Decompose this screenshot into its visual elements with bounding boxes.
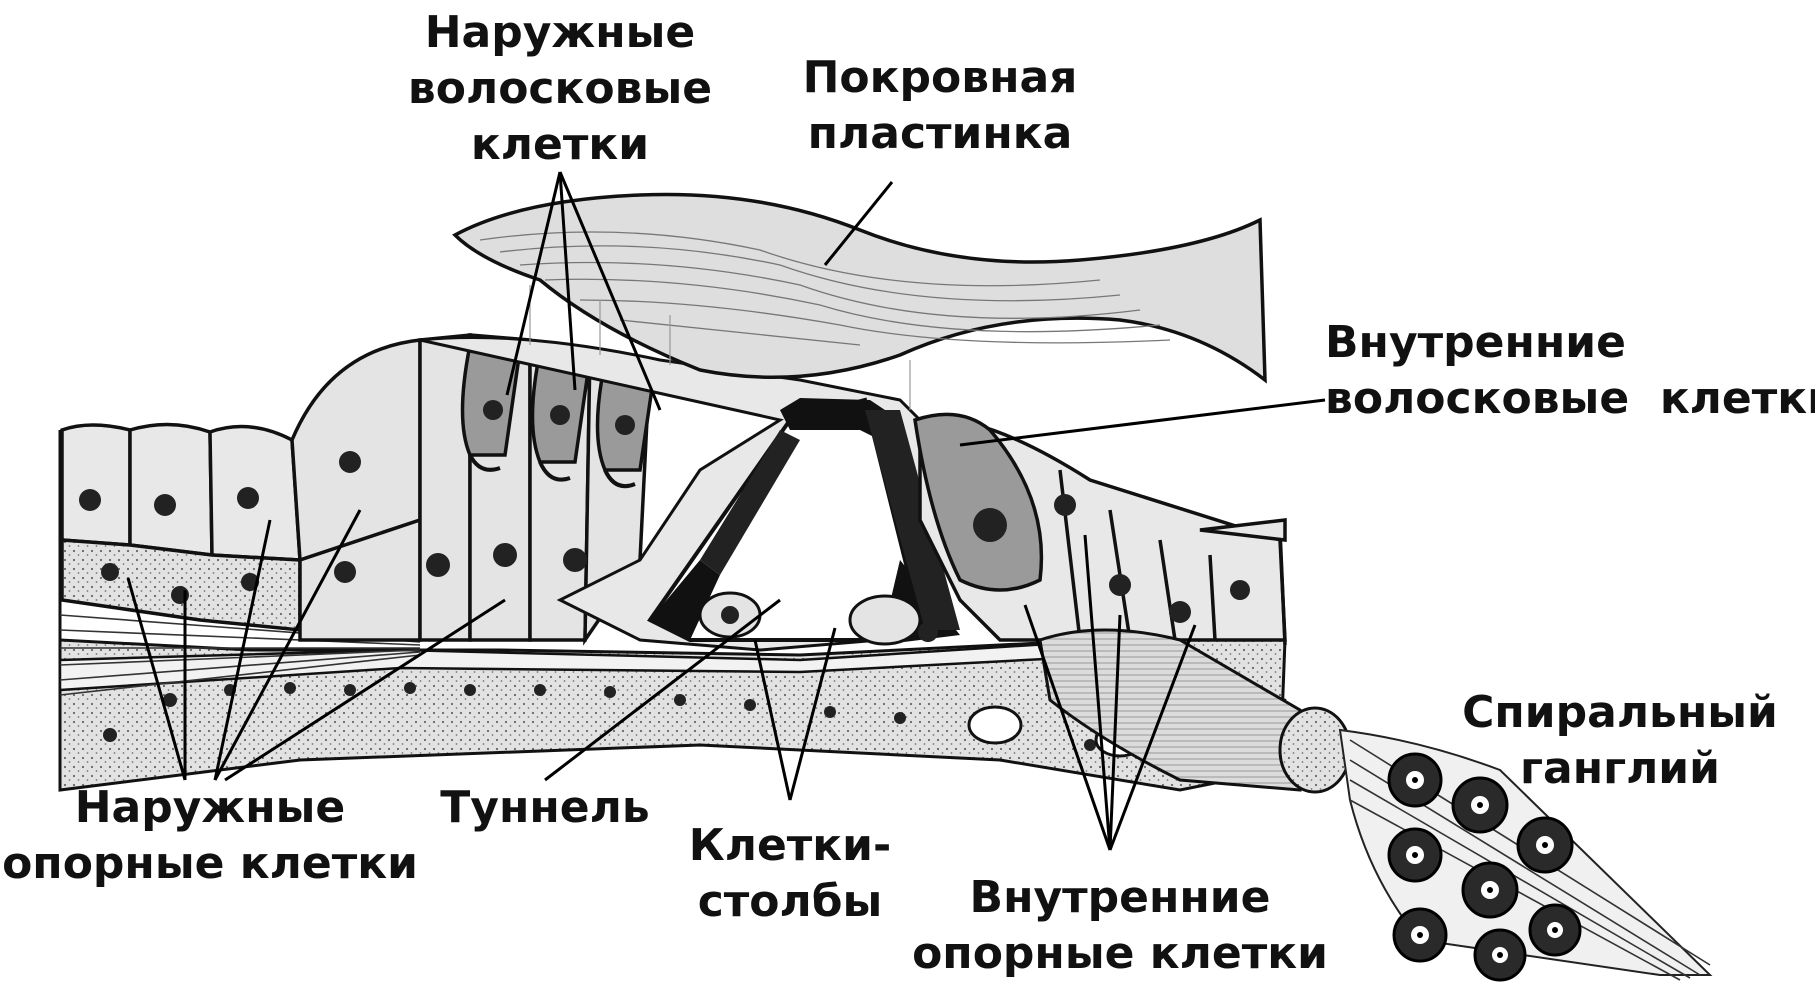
label-outer-hair-cells-line3: клетки [395, 117, 725, 173]
label-inner-supporting-cells-group: Внутренние опорные клетки [900, 870, 1340, 995]
label-inner-hair-cells-line2: волосковые клетки [1325, 371, 1805, 427]
label-outer-supporting-cells: Наружные опорные клетки [0, 780, 420, 892]
label-tectorial-membrane-group: Покровная пластинка [780, 50, 1100, 170]
outer-supporting-cells [62, 340, 420, 640]
label-tunnel: Туннель [415, 780, 675, 836]
label-inner-hair-cells-group: Внутренние волосковые клетки [1325, 315, 1815, 435]
label-inner-supporting-cells-line2: опорные клетки [900, 926, 1340, 982]
label-pillar-cells: Клетки- столбы [670, 818, 910, 930]
label-spiral-ganglion-line1: Спиральный [1450, 685, 1790, 741]
label-spiral-ganglion-group: Спиральный ганглий [1450, 685, 1790, 805]
label-spiral-ganglion-line2: ганглий [1450, 741, 1790, 797]
label-inner-hair-cells-line1: Внутренние [1325, 315, 1805, 371]
label-pillar-cells-group: Клетки- столбы [670, 818, 910, 938]
label-spiral-ganglion: Спиральный ганглий [1450, 685, 1790, 797]
label-tectorial-membrane: Покровная пластинка [780, 50, 1100, 162]
label-outer-hair-cells-group: Наружные волосковые клетки [395, 5, 725, 180]
label-tectorial-membrane-line1: Покровная [780, 50, 1100, 106]
label-inner-supporting-cells-line1: Внутренние [900, 870, 1340, 926]
label-outer-hair-cells-line1: Наружные [395, 5, 725, 61]
label-tunnel-group: Туннель [415, 780, 675, 840]
label-inner-hair-cells: Внутренние волосковые клетки [1325, 315, 1805, 427]
label-outer-hair-cells: Наружные волосковые клетки [395, 5, 725, 173]
label-inner-supporting-cells: Внутренние опорные клетки [900, 870, 1340, 982]
label-outer-supporting-cells-line1: Наружные [0, 780, 420, 836]
label-pillar-cells-line2: столбы [670, 874, 910, 930]
inner-hair-and-supporting-cells [915, 414, 1285, 645]
label-outer-hair-cells-line2: волосковые [395, 61, 725, 117]
label-outer-supporting-cells-group: Наружные опорные клетки [0, 780, 420, 900]
label-tectorial-membrane-line2: пластинка [780, 106, 1100, 162]
label-outer-supporting-cells-line2: опорные клетки [0, 836, 420, 892]
label-pillar-cells-line1: Клетки- [670, 818, 910, 874]
label-tunnel-line1: Туннель [415, 780, 675, 836]
